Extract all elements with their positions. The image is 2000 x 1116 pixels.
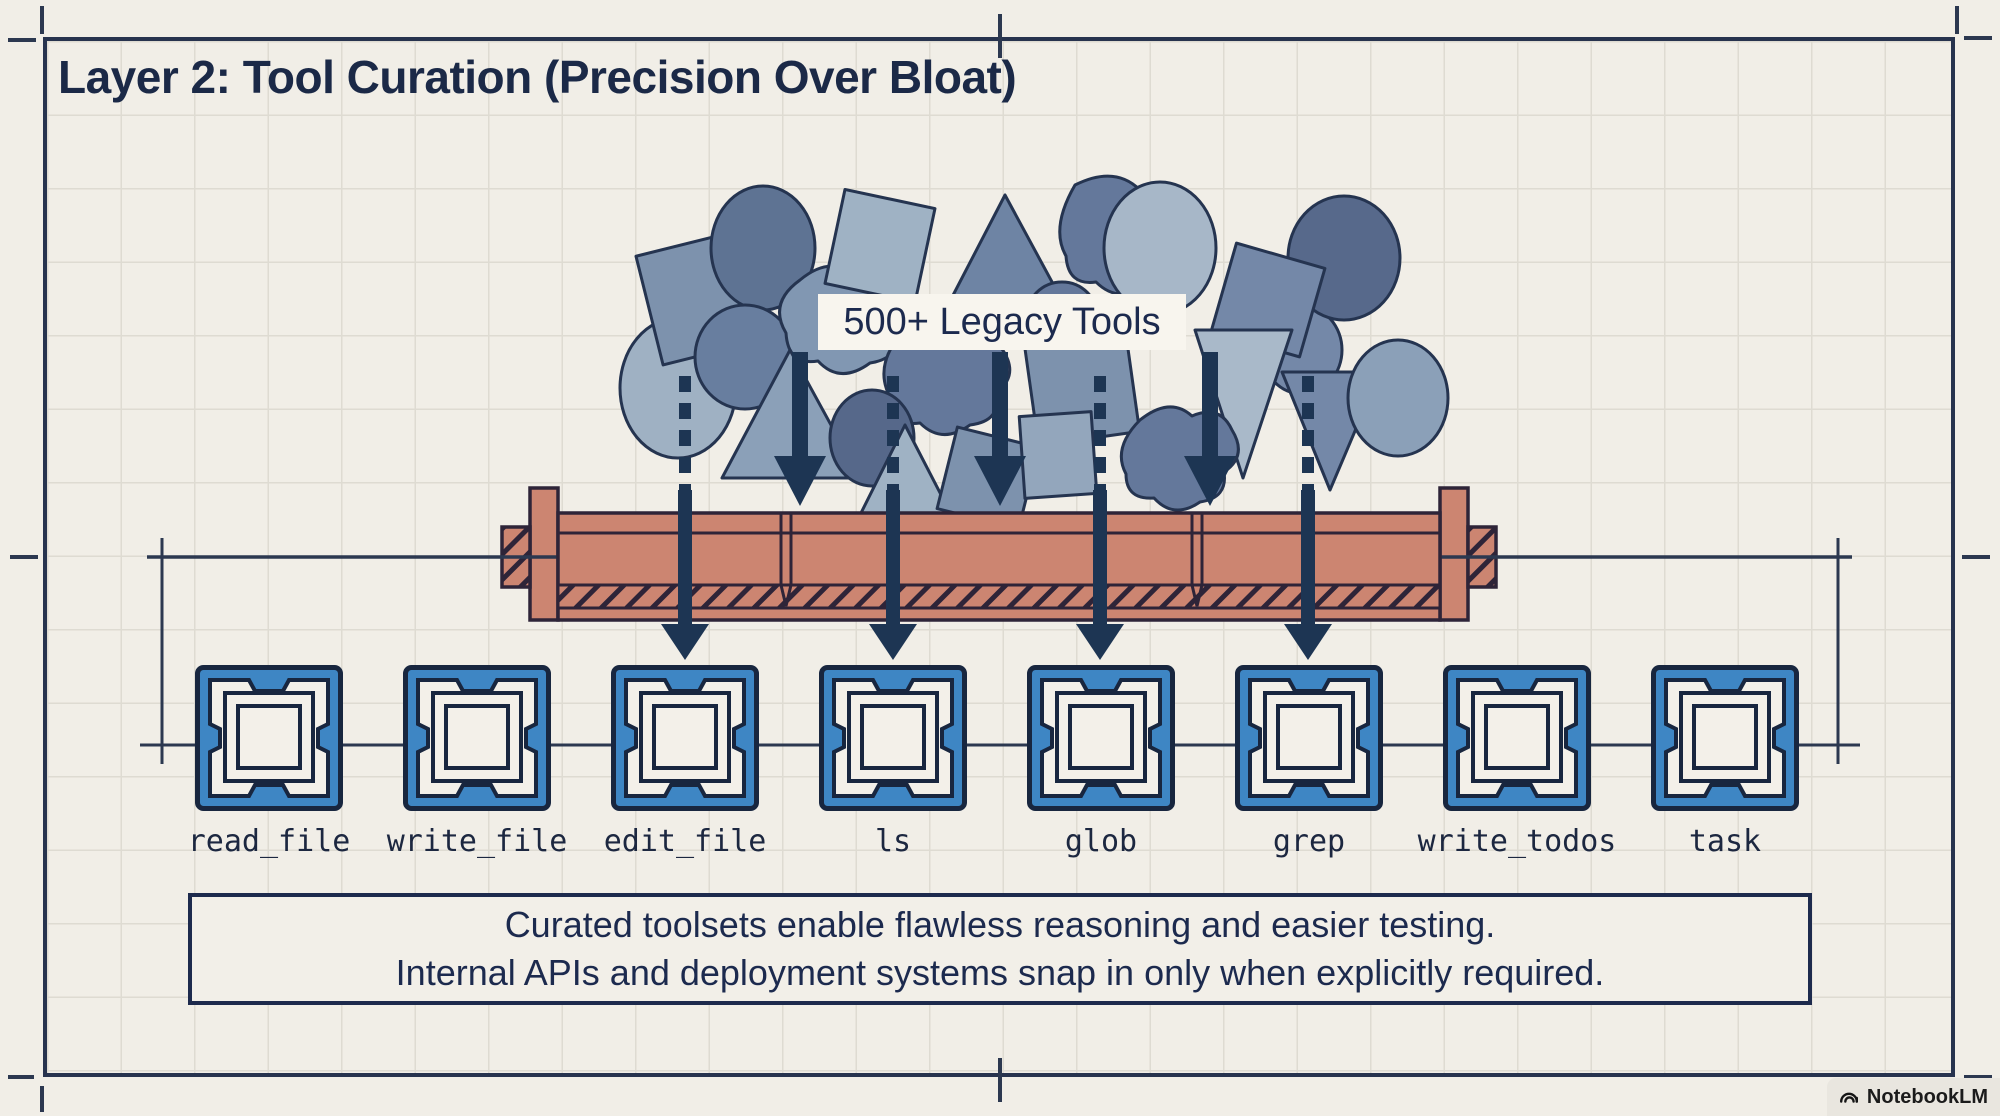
filter-bar-divider bbox=[1190, 513, 1204, 607]
notebooklm-logo-icon bbox=[1839, 1092, 1858, 1103]
blocked-arrows bbox=[774, 352, 1236, 506]
legacy-tools-cluster bbox=[618, 174, 1450, 547]
blocked-arrow bbox=[974, 352, 1026, 506]
caption-box: Curated toolsets enable flawless reasoni… bbox=[188, 893, 1812, 1005]
tool-label-write_todos: write_todos bbox=[1417, 824, 1617, 859]
pass-through-arrow bbox=[661, 376, 709, 660]
curated-tool-row bbox=[194, 664, 1800, 812]
blocked-arrow bbox=[1184, 352, 1236, 506]
tool-chip-write_file bbox=[402, 664, 552, 812]
caption-line-1: Curated toolsets enable flawless reasoni… bbox=[504, 904, 1496, 945]
tool-chip-edit_file bbox=[610, 664, 760, 812]
pass-through-arrow bbox=[1284, 376, 1332, 660]
page-title: Layer 2: Tool Curation (Precision Over B… bbox=[58, 51, 1017, 103]
curated-tool-labels: read_file write_file edit_file ls glob grep wr… bbox=[187, 824, 1800, 859]
legacy-tools-label: 500+ Legacy Tools bbox=[818, 294, 1186, 350]
tool-label-read_file: read_file bbox=[187, 824, 351, 859]
blocked-arrow bbox=[774, 352, 826, 506]
tool-label-task: task bbox=[1688, 824, 1762, 859]
filter-bar-divider bbox=[779, 513, 793, 607]
filter-bar bbox=[556, 511, 1442, 622]
tool-chip-read_file bbox=[194, 664, 344, 812]
caption-line-2: Internal APIs and deployment systems sna… bbox=[395, 952, 1605, 993]
tool-label-ls: ls bbox=[874, 824, 912, 859]
notebooklm-watermark: NotebookLM bbox=[1826, 1078, 2000, 1116]
pass-through-arrows bbox=[661, 376, 1332, 660]
tool-label-grep: grep bbox=[1272, 824, 1346, 859]
tool-chip-glob bbox=[1026, 664, 1176, 812]
pass-through-arrow bbox=[1076, 376, 1124, 660]
tool-chip-grep bbox=[1234, 664, 1384, 812]
tool-label-edit_file: edit_file bbox=[603, 824, 767, 859]
tool-chip-ls bbox=[818, 664, 968, 812]
notebooklm-watermark-label: NotebookLM bbox=[1866, 1085, 1988, 1108]
tool-chip-task bbox=[1650, 664, 1800, 812]
tool-label-write_file: write_file bbox=[386, 824, 568, 859]
tool-chip-write_todos bbox=[1442, 664, 1592, 812]
pass-through-arrow bbox=[869, 376, 917, 660]
tool-label-glob: glob bbox=[1064, 824, 1138, 859]
